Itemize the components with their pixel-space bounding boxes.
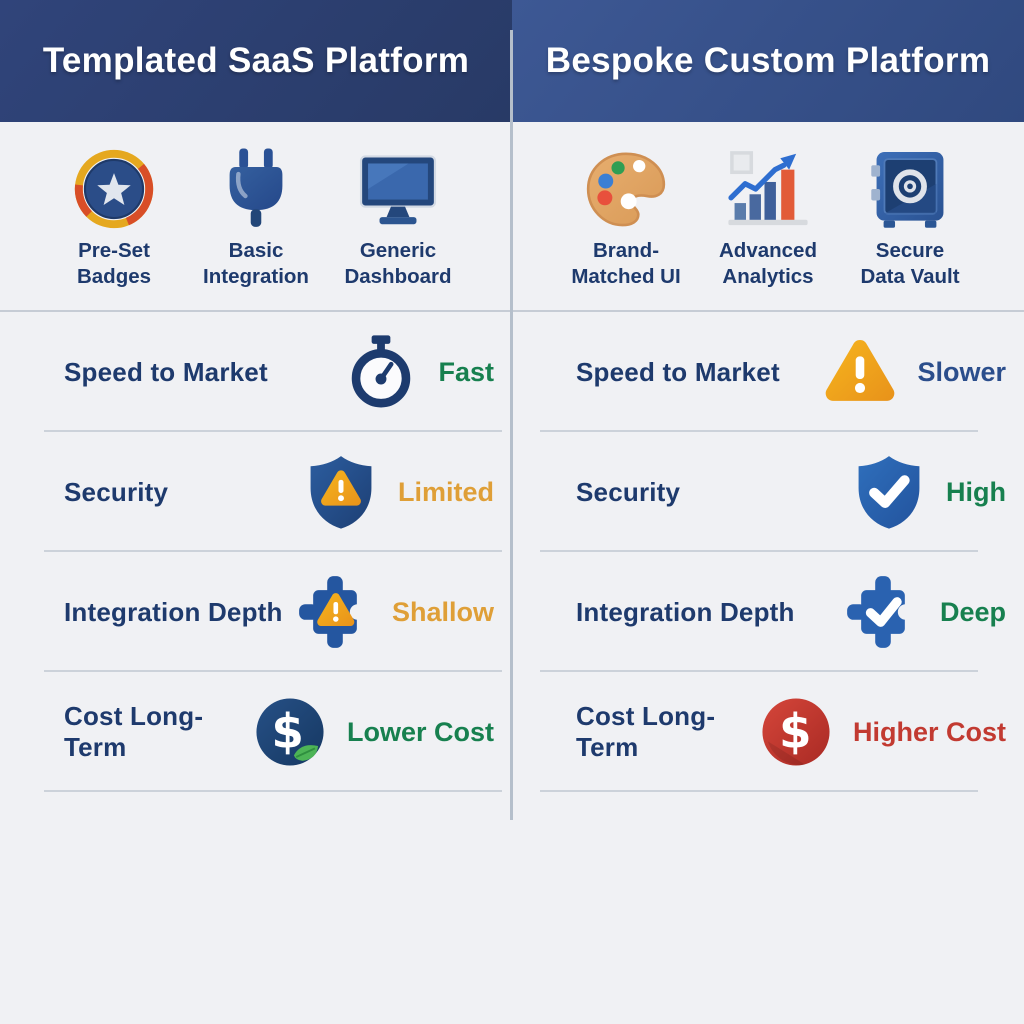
features-left: Pre-Set Badges Basic Integration Generic… — [0, 122, 512, 310]
feature-label: Basic Integration — [190, 238, 322, 289]
integration-cell-left: Integration Depth Shallow — [0, 552, 512, 672]
plug-icon — [190, 140, 322, 238]
monitor-icon — [332, 140, 464, 238]
center-divider — [510, 30, 513, 820]
row-label: Speed to Market — [576, 356, 780, 387]
feature-item: Advanced Analytics — [702, 140, 834, 310]
feature-label-line: Secure — [875, 239, 945, 262]
warning-triangle-icon — [819, 331, 901, 413]
shield-warning-icon — [300, 451, 382, 533]
row-label: Security — [64, 476, 169, 507]
security-cell-right: Security High — [512, 432, 1024, 552]
row-value: Limited — [397, 476, 494, 507]
feature-label-line: Brand- — [592, 239, 660, 262]
row-value: Lower Cost — [346, 716, 494, 747]
feature-label-line: Advanced — [719, 239, 817, 262]
comparison-table: Speed to Market Fast Speed to Market Slo… — [0, 312, 1024, 792]
header-right-panel: Bespoke Custom Platform — [512, 0, 1024, 122]
stopwatch-icon — [340, 331, 422, 413]
header-left-panel: Templated SaaS Platform — [0, 0, 512, 122]
puzzle-check-icon — [842, 571, 924, 653]
feature-label-line: Badges — [76, 264, 152, 288]
row-value: High — [946, 476, 1006, 507]
feature-label: Generic Dashboard — [332, 238, 464, 289]
feature-label-line: Dashboard — [344, 264, 452, 288]
dollar-red-icon — [755, 691, 837, 773]
feature-label-line: Integration — [203, 264, 309, 288]
shield-check-icon — [848, 451, 930, 533]
badge-icon — [48, 140, 180, 238]
cost-cell-right: Cost Long-Term Higher Cost — [512, 672, 1024, 792]
feature-item: Basic Integration — [190, 140, 322, 310]
dollar-leaf-icon — [249, 691, 331, 773]
row-label: Security — [576, 476, 681, 507]
row-value: Slower — [917, 356, 1006, 387]
integration-cell-right: Integration Depth Deep — [512, 552, 1024, 672]
comparison-row-security: Security Limited Security High — [0, 432, 1024, 552]
vault-icon — [844, 140, 976, 238]
left-column-title: Templated SaaS Platform — [42, 41, 470, 80]
comparison-row-integration: Integration Depth Shallow Integration De… — [0, 552, 1024, 672]
right-column-title: Bespoke Custom Platform — [545, 41, 991, 80]
feature-label-line: Analytics — [722, 264, 814, 288]
header: Templated SaaS Platform Bespoke Custom P… — [0, 0, 1024, 122]
feature-label: Brand- Matched UI — [560, 238, 692, 289]
feature-item: Secure Data Vault — [844, 140, 976, 310]
feature-label: Pre-Set Badges — [48, 238, 180, 289]
cost-cell-left: Cost Long-Term Lower Cost — [0, 672, 512, 792]
speed-cell-right: Speed to Market Slower — [512, 312, 1024, 432]
feature-item: Pre-Set Badges — [48, 140, 180, 310]
row-value: Higher Cost — [852, 716, 1006, 747]
feature-label-line: Generic — [359, 239, 437, 262]
feature-label-line: Basic — [228, 239, 284, 262]
feature-label: Advanced Analytics — [702, 238, 834, 289]
features-right: Brand- Matched UI Advanced Analytics Sec… — [512, 122, 1024, 310]
row-label: Integration Depth — [64, 596, 283, 627]
feature-item: Brand- Matched UI — [560, 140, 692, 310]
comparison-row-cost: Cost Long-Term Lower Cost Cost Long-Term… — [0, 672, 1024, 792]
comparison-row-speed: Speed to Market Fast Speed to Market Slo… — [0, 312, 1024, 432]
row-label: Speed to Market — [64, 356, 268, 387]
feature-strip: Pre-Set Badges Basic Integration Generic… — [0, 122, 1024, 312]
puzzle-warning-icon — [294, 571, 376, 653]
feature-label-line: Pre-Set — [78, 239, 150, 262]
feature-label-line: Data Vault — [860, 264, 960, 288]
row-value: Fast — [438, 356, 494, 387]
row-label: Integration Depth — [576, 596, 795, 627]
feature-label: Secure Data Vault — [844, 238, 976, 289]
row-value: Shallow — [391, 596, 494, 627]
palette-icon — [560, 140, 692, 238]
security-cell-left: Security Limited — [0, 432, 512, 552]
speed-cell-left: Speed to Market Fast — [0, 312, 512, 432]
row-value: Deep — [939, 596, 1006, 627]
bar-chart-icon — [702, 140, 834, 238]
row-label: Cost Long-Term — [64, 701, 204, 762]
feature-item: Generic Dashboard — [332, 140, 464, 310]
row-label: Cost Long-Term — [576, 701, 716, 762]
feature-label-line: Matched UI — [571, 264, 681, 288]
